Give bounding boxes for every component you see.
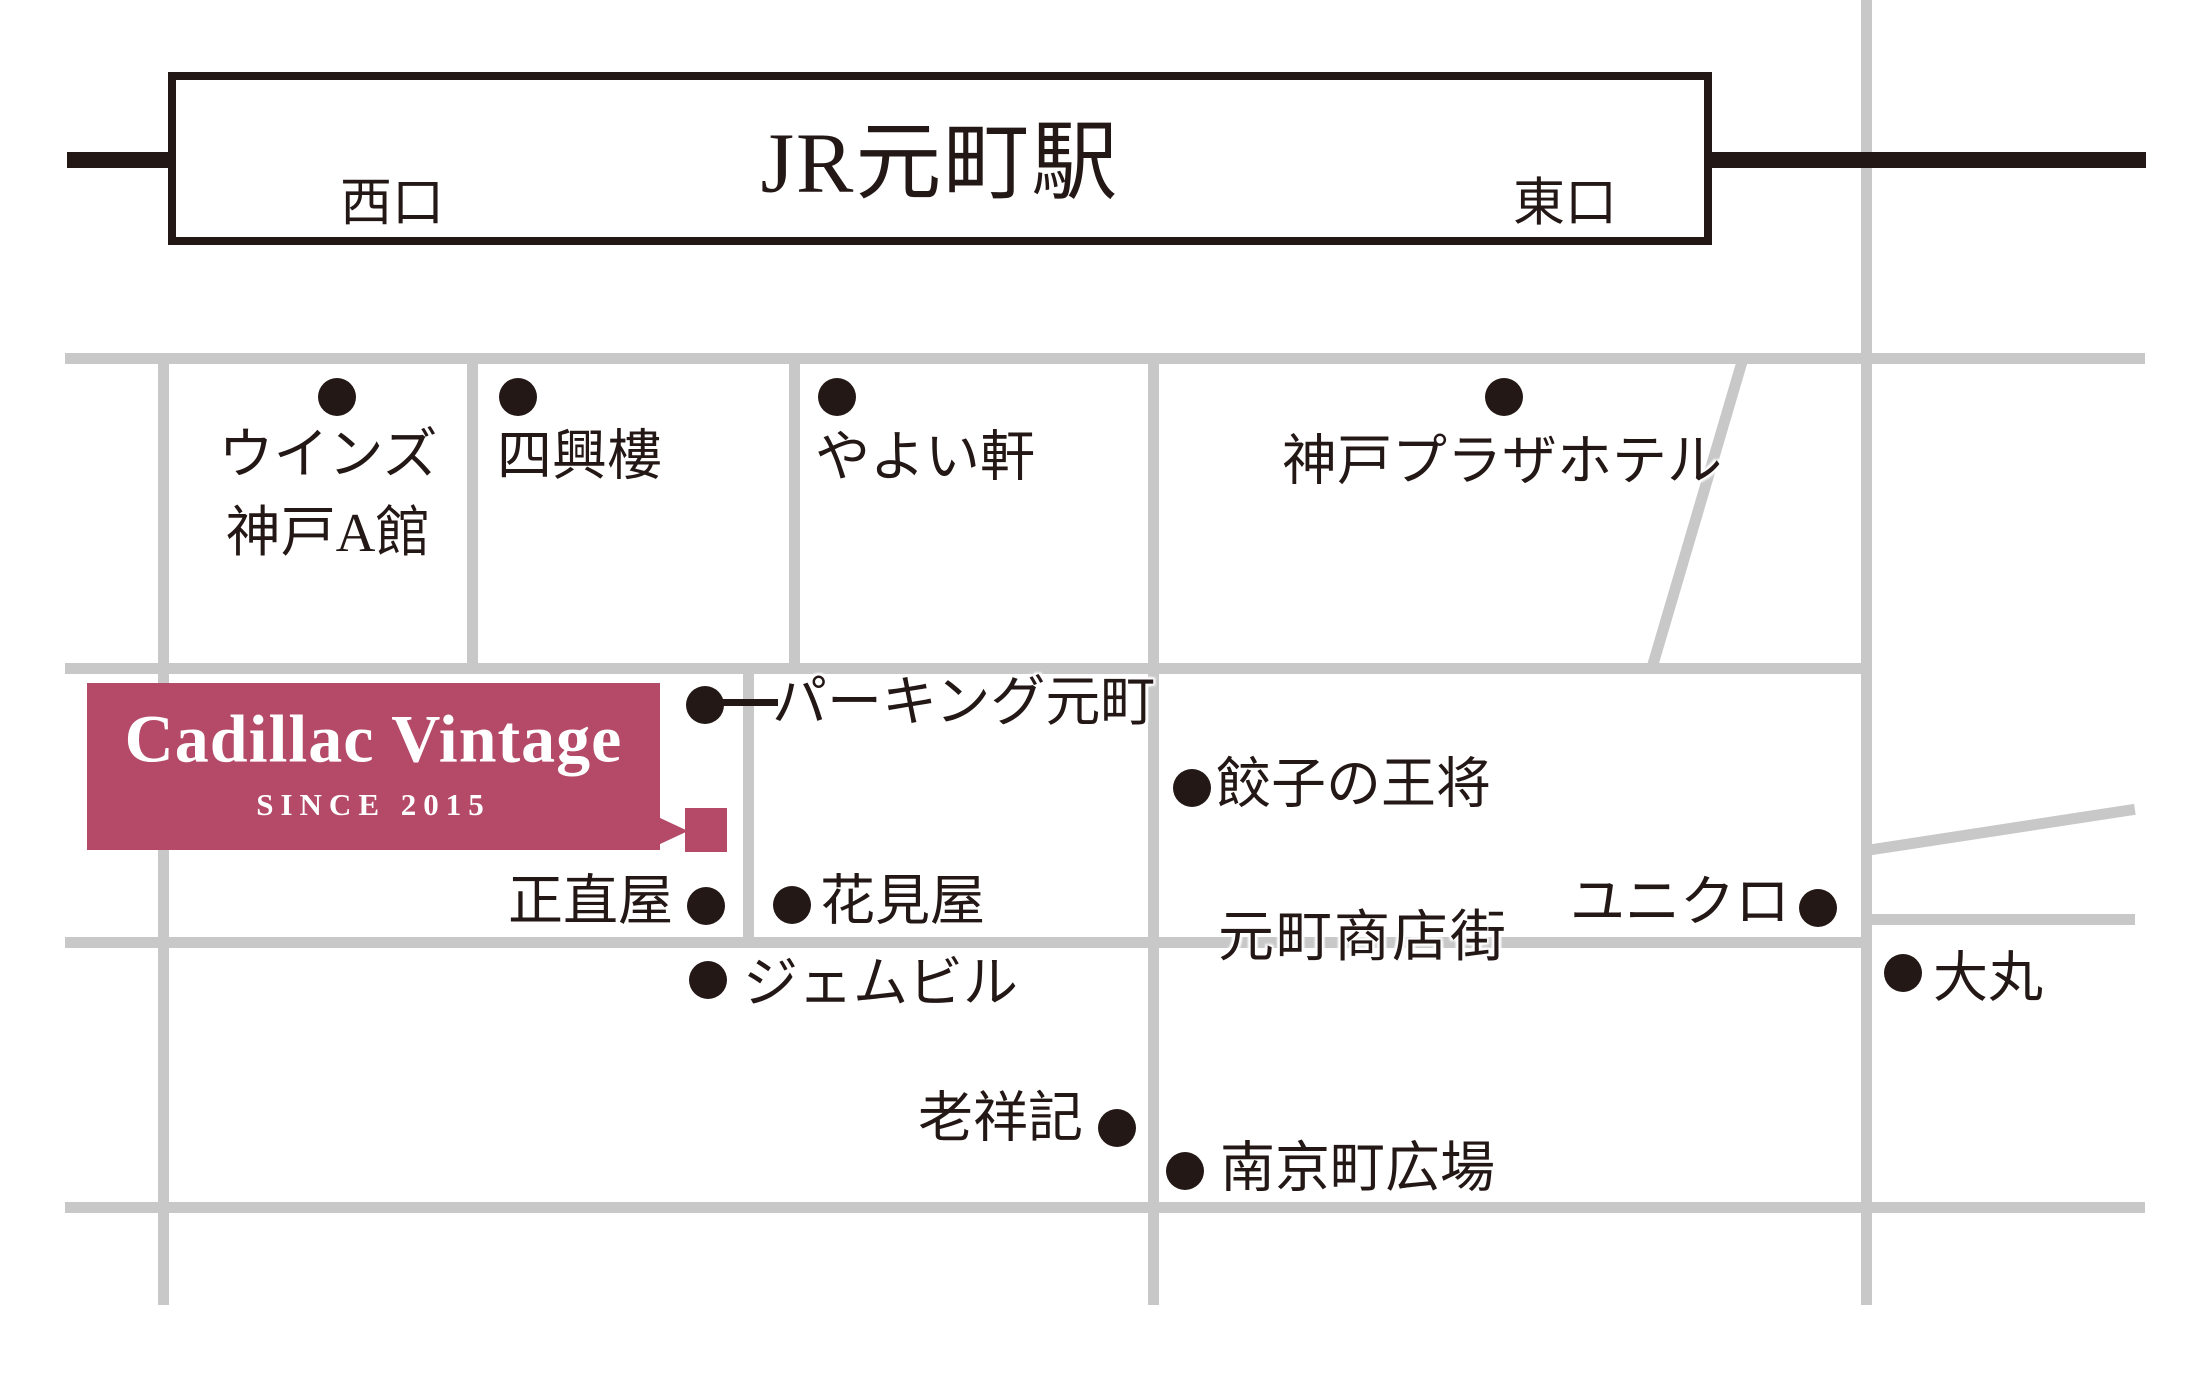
shop-pointer-triangle bbox=[658, 817, 688, 845]
station-name: JR元町駅 bbox=[760, 114, 1120, 210]
landmark-label-gyoza-ohsho: 餃子の王将 bbox=[1216, 753, 1492, 815]
landmark-label-wins-line1: ウインズ bbox=[218, 424, 438, 485]
shop-since: SINCE 2015 bbox=[256, 787, 491, 822]
landmark-dot-hanamiya bbox=[773, 886, 811, 924]
road-vertical-3-lower bbox=[743, 663, 754, 948]
road-vertical-2 bbox=[467, 353, 478, 674]
landmark-label-parking-motomachi: パーキング元町 bbox=[772, 671, 1156, 733]
landmark-label-gem-building: ジェムビル bbox=[743, 952, 1019, 1014]
road-horizontal-1 bbox=[65, 353, 2145, 364]
landmark-label-daimaru: 大丸 bbox=[1933, 947, 2044, 1009]
landmark-dot-roushouki bbox=[1098, 1109, 1136, 1147]
landmark-label-hanamiya: 花見屋 bbox=[820, 870, 986, 932]
road-vertical-3-upper bbox=[789, 353, 800, 674]
street-label-motomachi-shotengai: 元町商店街 bbox=[1218, 907, 1508, 969]
landmark-label-yayoiken: やよい軒 bbox=[815, 426, 1036, 488]
landmark-label-wins: ウインズ 神戸A館 bbox=[219, 416, 438, 572]
landmark-label-shojikiya: 正直屋 bbox=[507, 870, 673, 932]
landmark-dot-wins bbox=[318, 378, 356, 416]
landmark-label-nankinmachi-square: 南京町広場 bbox=[1220, 1137, 1496, 1199]
landmark-label-kobe-plaza-hotel: 神戸プラザホテル bbox=[1281, 430, 1723, 492]
landmark-label-uniqlo: ユニクロ bbox=[1569, 871, 1790, 933]
station-west-exit-label: 西口 bbox=[339, 175, 445, 233]
landmark-label-shikoro: 四興樓 bbox=[497, 425, 663, 487]
landmark-dot-gem-building bbox=[689, 961, 727, 999]
landmark-dot-daimaru bbox=[1884, 954, 1922, 992]
landmark-dot-parking-motomachi bbox=[686, 686, 724, 724]
landmark-dot-uniqlo bbox=[1799, 889, 1837, 927]
road-vertical-4 bbox=[1148, 353, 1159, 1305]
shop-location-marker bbox=[685, 808, 727, 852]
road-horizontal-3 bbox=[65, 937, 1866, 948]
railway-line-right bbox=[1708, 152, 2146, 168]
road-diagonal-upper bbox=[1646, 356, 1749, 670]
landmark-dot-nankinmachi-square bbox=[1166, 1152, 1204, 1190]
landmark-dot-yayoiken bbox=[818, 378, 856, 416]
landmark-label-roushouki: 老祥記 bbox=[917, 1087, 1083, 1149]
road-horizontal-3-right bbox=[1866, 914, 2135, 925]
road-diagonal-right bbox=[1865, 803, 2136, 856]
railway-line-left bbox=[67, 152, 172, 168]
shop-sign-box: Cadillac Vintage SINCE 2015 bbox=[87, 683, 660, 850]
landmark-dot-shikoro bbox=[499, 378, 537, 416]
road-horizontal-4 bbox=[65, 1202, 2145, 1213]
station-east-exit-label: 東口 bbox=[1512, 175, 1618, 233]
road-vertical-5 bbox=[1861, 0, 1872, 1305]
road-horizontal-2 bbox=[65, 663, 1866, 674]
station-box: JR元町駅 西口 東口 bbox=[168, 72, 1712, 245]
landmark-label-wins-line2: 神戸A館 bbox=[225, 502, 431, 563]
shop-name: Cadillac Vintage bbox=[124, 700, 623, 777]
landmark-dot-gyoza-ohsho bbox=[1173, 769, 1211, 807]
landmark-dot-shojikiya bbox=[687, 887, 725, 925]
landmark-dot-kobe-plaza-hotel bbox=[1485, 378, 1523, 416]
parking-connector-line bbox=[720, 699, 778, 706]
